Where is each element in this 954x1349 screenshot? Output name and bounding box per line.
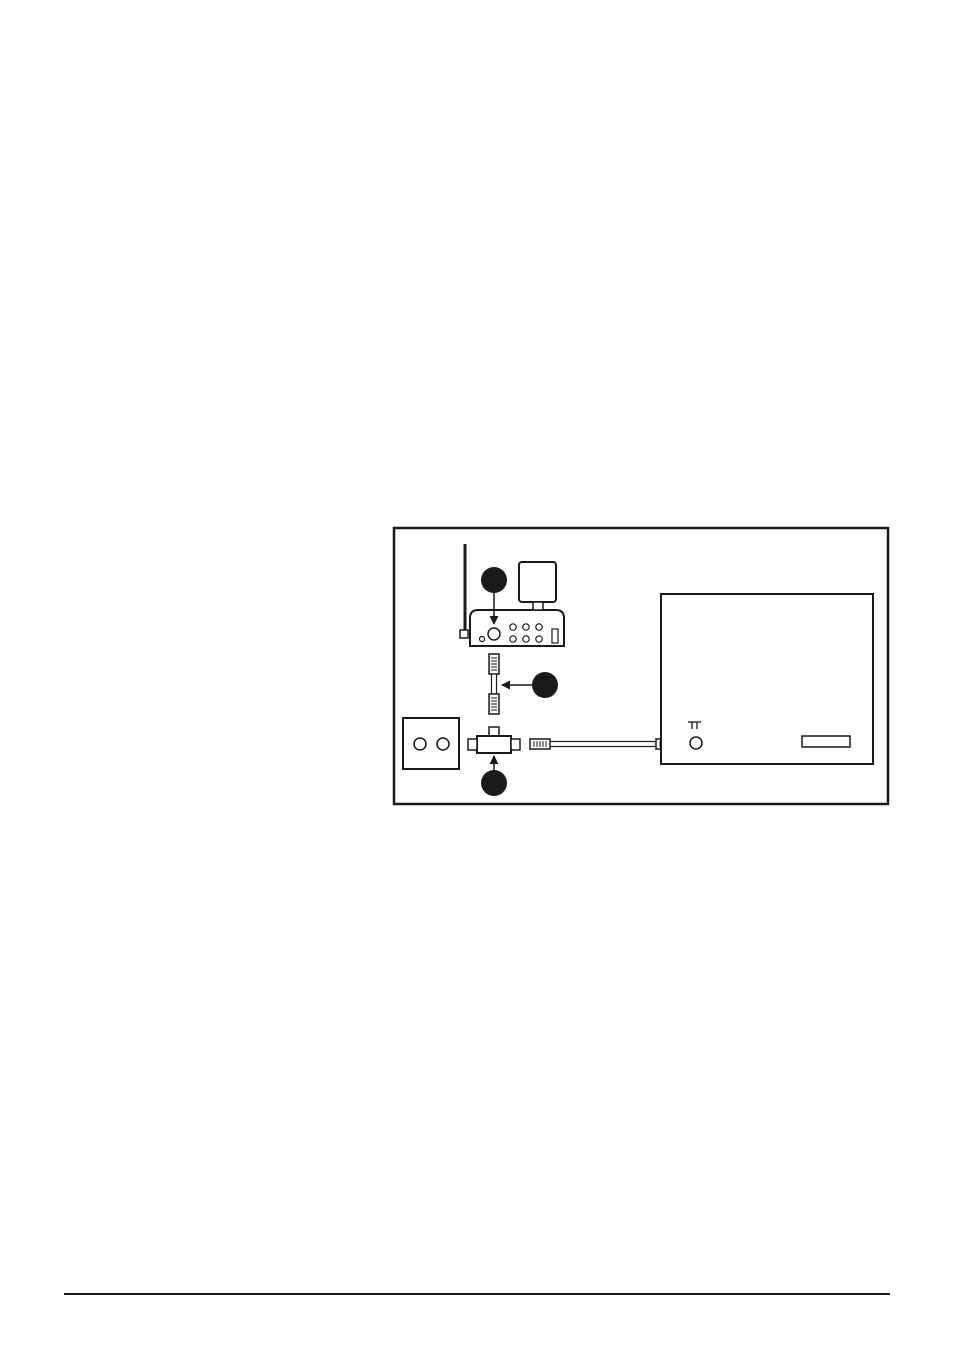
router-power-jack-icon — [552, 629, 558, 643]
footer-rule — [64, 1293, 890, 1295]
wall-antenna-socket-icon — [403, 718, 459, 769]
callout-marker-splitter — [481, 770, 507, 796]
router-antenna-input-icon — [488, 628, 500, 640]
television-rear-panel-icon — [661, 594, 873, 764]
callout-marker-router-input — [481, 567, 507, 593]
power-adapter-icon — [519, 562, 556, 610]
tv-slot-icon — [802, 736, 850, 747]
callout-marker-cable — [532, 672, 558, 698]
tv-antenna-socket-icon — [690, 737, 702, 749]
